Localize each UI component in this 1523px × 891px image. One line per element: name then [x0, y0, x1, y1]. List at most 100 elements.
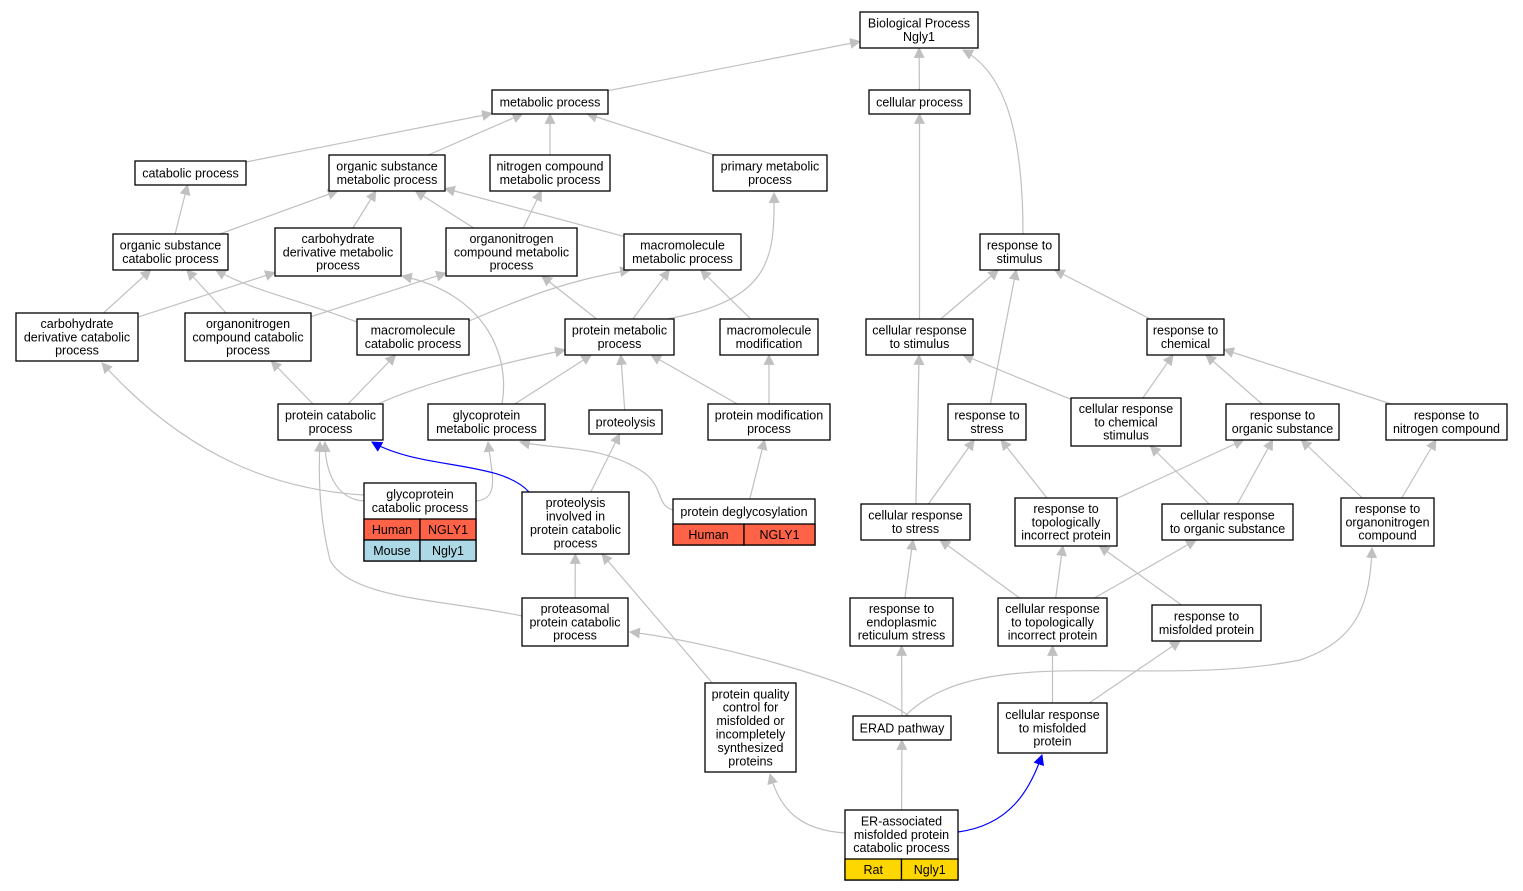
node-box	[1151, 604, 1262, 642]
node-box	[1340, 497, 1435, 547]
node-metab[interactable]: metabolic process	[491, 89, 609, 115]
node-box	[112, 233, 229, 271]
node-label-line: protein catabolic	[530, 523, 621, 537]
edge-respstress-to-respstim	[989, 268, 1020, 405]
node-label-line: response to	[1153, 324, 1218, 338]
node-label-line: compound metabolic	[454, 245, 569, 259]
node-box	[997, 597, 1108, 647]
node-label-line: to organic substance	[1170, 522, 1285, 536]
edge-eramp-to-pqc	[767, 772, 846, 834]
edge-proteolcat-to-protcat	[371, 441, 530, 493]
node-label-line: proteolysis	[546, 496, 606, 510]
node-label-line: cellular response	[872, 324, 967, 338]
node-label-line: proteasomal	[541, 602, 610, 616]
node-box	[277, 403, 384, 441]
node-catab[interactable]: catabolic process	[134, 160, 247, 186]
node-label-line: cellular response	[1005, 602, 1100, 616]
node-label-line: cellular response	[1180, 509, 1275, 523]
edge-cellmis-to-respmis	[1088, 640, 1182, 704]
node-label-line: cellular response	[1079, 402, 1174, 416]
edge-resporg-to-respchem	[1205, 354, 1263, 405]
node-label-line: organic substance	[120, 239, 222, 253]
node-box	[707, 403, 831, 441]
node-proteol[interactable]: proteolysis	[588, 409, 663, 435]
node-label-line: response to	[1250, 409, 1315, 423]
edge-celltopo-to-resptopo	[1055, 544, 1067, 599]
edge-pqc-to-proteolcat	[601, 553, 713, 684]
node-box	[1014, 497, 1118, 547]
edge-catab-to-metab	[245, 110, 494, 163]
node-box	[852, 715, 952, 741]
edge-metab-to-bp	[607, 37, 862, 92]
node-label-line: stimulus	[997, 252, 1043, 266]
edge-orgnitro-to-orgsub	[414, 190, 475, 229]
node-label-line: protein metabolic	[572, 324, 667, 338]
node-label-line: cellular response	[868, 509, 963, 523]
node-erad[interactable]: ERAD pathway	[852, 715, 952, 741]
node-label-line: protein catabolic	[285, 409, 376, 423]
species-label: Mouse	[373, 544, 411, 558]
node-label-line: misfolded or	[716, 714, 784, 728]
node-box	[521, 597, 629, 647]
edge-macrocat-to-orgcat	[215, 269, 358, 323]
node-label-line: organonitrogen	[1345, 515, 1429, 529]
node-label-line: incorrect protein	[1021, 529, 1111, 543]
node-label-line: organonitrogen	[206, 317, 290, 331]
node-label-line: metabolic process	[500, 173, 601, 187]
edge-celltopo-to-cellorg	[1094, 539, 1197, 599]
node-box	[521, 491, 630, 555]
edge-protmet-to-orgnitro	[541, 275, 597, 320]
node-label-line: cellular process	[876, 95, 963, 109]
edge-respmis-to-resptopo	[1098, 545, 1182, 606]
node-label-line: protein catabolic	[529, 615, 620, 629]
edge-respER-to-cellstress	[904, 538, 918, 599]
node-box	[328, 154, 446, 192]
node-label-line: catabolic process	[122, 252, 219, 266]
edge-glycomet-to-carbder	[400, 272, 505, 405]
species-label: Human	[372, 523, 412, 537]
species-label: Human	[688, 528, 728, 542]
node-label-line: to stimulus	[890, 337, 950, 351]
edge-orgcat-to-orgsub	[219, 189, 339, 235]
node-label-line: process	[598, 337, 642, 351]
edge-protcat-to-protmet	[377, 346, 567, 405]
node-cellproc[interactable]: cellular process	[868, 89, 971, 115]
